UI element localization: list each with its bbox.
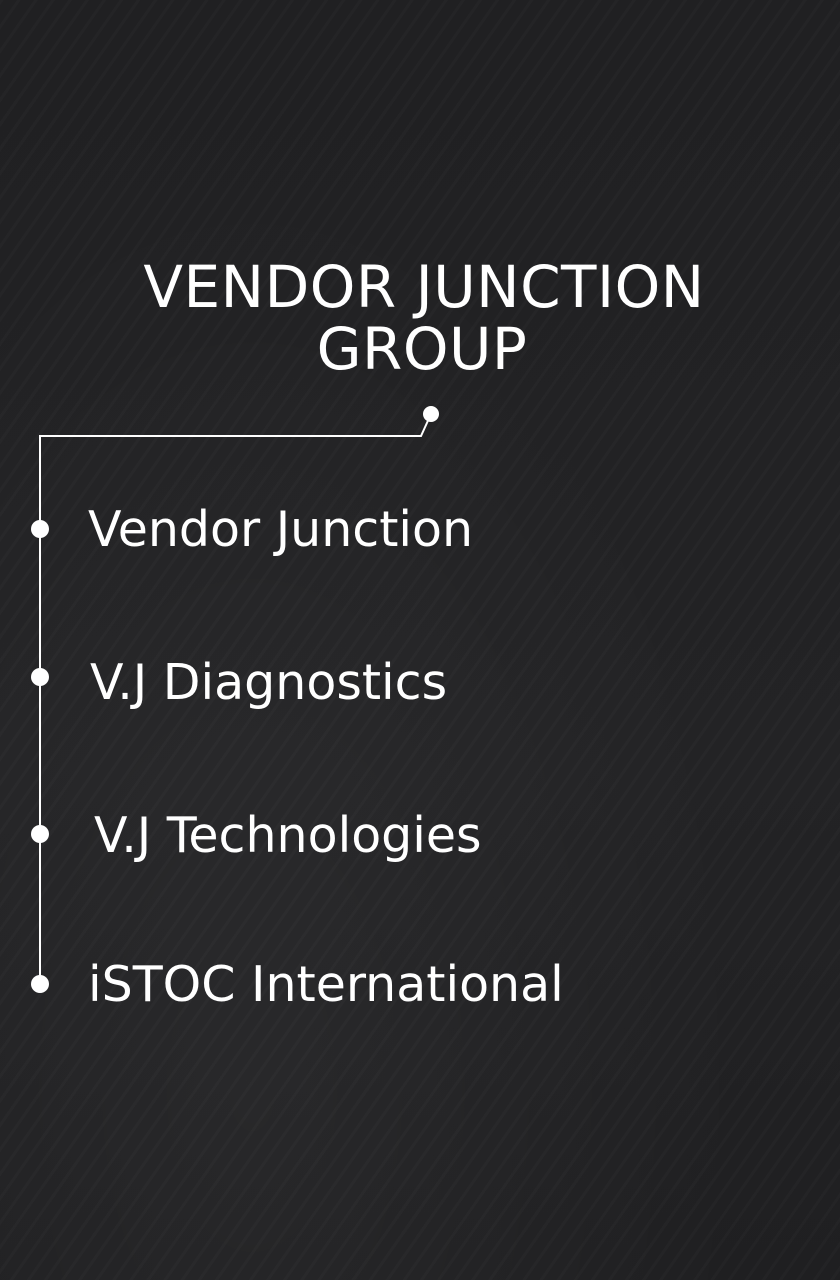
item-vendor-junction: Vendor Junction xyxy=(88,501,474,558)
group-title: VENDOR JUNCTION GROUP xyxy=(0,256,840,380)
root-node-dot xyxy=(423,406,439,422)
node-dot-vj-diagnostics xyxy=(31,668,49,686)
item-vj-diagnostics: V.J Diagnostics xyxy=(90,654,448,711)
node-dot-istoc-international xyxy=(31,975,49,993)
item-vj-technologies: V.J Technologies xyxy=(94,807,482,864)
node-dot-vendor-junction xyxy=(31,520,49,538)
item-istoc-international: iSTOC International xyxy=(88,956,564,1013)
title-line-2: GROUP xyxy=(316,315,528,383)
title-line-1: VENDOR JUNCTION xyxy=(143,253,705,321)
node-dot-vj-technologies xyxy=(31,825,49,843)
